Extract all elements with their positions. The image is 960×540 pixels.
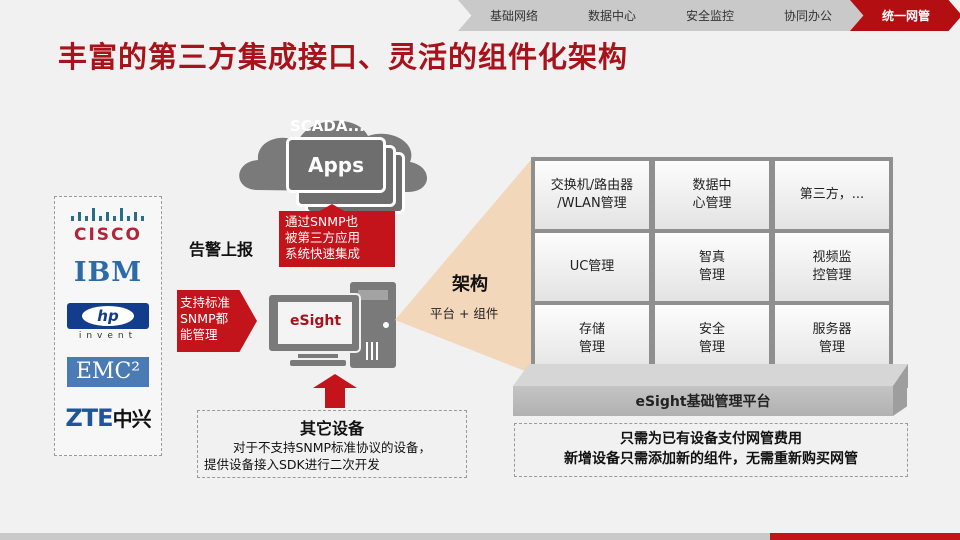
piece-line: 第三方，...: [799, 187, 865, 202]
nav-label: 安全监控: [685, 9, 734, 23]
puzzle-piece-server[interactable]: 服务器管理: [775, 305, 889, 373]
nav-label: 统一网管: [881, 9, 930, 23]
ibm-logo: IBM: [65, 257, 151, 288]
snmp-integration-callout: 通过SNMP也 被第三方应用 系统快速集成: [279, 211, 395, 267]
callout-line: 支持标准: [180, 295, 231, 310]
callout-line: 能管理: [180, 327, 218, 342]
callout-line: 通过SNMP也: [285, 214, 359, 229]
up-arrow-tip-icon: [318, 204, 346, 212]
piece-line: UC管理: [569, 259, 615, 274]
piece-line: 管理: [698, 268, 725, 283]
puzzle-piece-data-center[interactable]: 数据中心管理: [655, 161, 769, 229]
apps-card: Apps: [286, 137, 386, 193]
callout-line: SNMP都: [180, 311, 229, 326]
other-devices-line: 对于不支持SNMP标准协议的设备，: [232, 440, 432, 455]
piece-line: 数据中: [692, 178, 732, 193]
emc-logo: EMC²: [67, 357, 149, 387]
nav-item-basic-network[interactable]: 基础网络: [458, 0, 570, 31]
puzzle-piece-storage[interactable]: 存储管理: [535, 305, 649, 373]
piece-line: 心管理: [692, 196, 732, 211]
hp-logo: hp invent: [65, 303, 151, 341]
nav-label: 基础网络: [489, 9, 538, 23]
piece-line: 管理: [818, 340, 845, 355]
callout-line: 系统快速集成: [285, 246, 361, 261]
footer-bar-gray: [0, 533, 770, 540]
puzzle-piece-switch-router-wlan[interactable]: 交换机/路由器/WLAN管理: [535, 161, 649, 229]
piece-line: 管理: [698, 340, 725, 355]
other-devices-title: 其它设备: [299, 419, 364, 438]
cisco-label: CISCO: [74, 225, 142, 245]
nav-item-data-center[interactable]: 数据中心: [556, 0, 668, 31]
piece-line: 控管理: [812, 268, 852, 283]
cisco-bars-icon: [71, 208, 144, 221]
piece-line: 智真: [698, 250, 725, 265]
top-nav: 基础网络 数据中心 安全监控 协同办公 统一网管: [458, 0, 960, 31]
nav-item-security-monitoring[interactable]: 安全监控: [654, 0, 766, 31]
vendor-logo-box: CISCO IBM hp invent EMC² ZTE中兴: [54, 196, 162, 456]
other-devices-line: 提供设备接入SDK进行二次开发: [204, 457, 380, 472]
snmp-support-arrow: [177, 290, 257, 352]
nav-item-unified-nms[interactable]: 统一网管: [850, 0, 960, 31]
zte-logo: ZTE中兴: [65, 404, 151, 432]
puzzle-piece-third-party[interactable]: 第三方，...: [775, 161, 889, 229]
note-line: 只需为已有设备支付网管费用: [620, 431, 802, 447]
snmp-support-text: 支持标准 SNMP都 能管理: [180, 295, 230, 343]
esight-label: eSight: [290, 313, 342, 329]
piece-line: 视频监: [812, 250, 852, 265]
computer-icon: [268, 282, 396, 368]
cisco-logo: CISCO: [65, 207, 151, 245]
up-arrow-icon: [313, 374, 357, 408]
piece-line: 安全: [698, 322, 725, 337]
architecture-subtitle: 平台 + 组件: [430, 306, 499, 321]
puzzle-piece-video-surveillance[interactable]: 视频监控管理: [775, 233, 889, 301]
piece-line: 交换机/路由器: [550, 178, 634, 193]
piece-line: 管理: [578, 340, 605, 355]
piece-line: 服务器: [812, 322, 852, 337]
nav-label: 数据中心: [587, 9, 636, 23]
other-devices-box: 其它设备 对于不支持SNMP标准协议的设备， 提供设备接入SDK进行二次开发: [197, 410, 467, 478]
cloud-top-text: SCADA...: [290, 117, 365, 135]
puzzle-piece-security[interactable]: 安全管理: [655, 305, 769, 373]
platform-label: eSight基础管理平台: [635, 394, 771, 410]
alarm-report-label: 告警上报: [189, 240, 254, 259]
puzzle-piece-uc[interactable]: UC管理: [535, 233, 649, 301]
architecture-title: 架构: [452, 274, 488, 295]
projection-beam: [395, 155, 535, 375]
callout-line: 被第三方应用: [285, 230, 361, 245]
platform-top-face: [513, 364, 908, 388]
page-title: 丰富的第三方集成接口、灵活的组件化架构: [58, 40, 629, 74]
nav-item-collaboration[interactable]: 协同办公: [752, 0, 864, 31]
note-line: 新增设备只需添加新的组件，无需重新购买网管: [564, 451, 858, 467]
footer-bar-red: [770, 533, 960, 540]
esight-base-platform: eSight基础管理平台: [513, 386, 893, 416]
piece-line: 存储: [578, 322, 605, 337]
piece-line: /WLAN管理: [557, 196, 627, 211]
component-puzzle: 交换机/路由器/WLAN管理 数据中心管理 第三方，... UC管理 智真管理 …: [531, 157, 893, 375]
cost-note-box: 只需为已有设备支付网管费用 新增设备只需添加新的组件，无需重新购买网管: [514, 423, 908, 477]
puzzle-piece-telepresence[interactable]: 智真管理: [655, 233, 769, 301]
nav-label: 协同办公: [783, 9, 832, 23]
apps-label: Apps: [307, 153, 364, 177]
